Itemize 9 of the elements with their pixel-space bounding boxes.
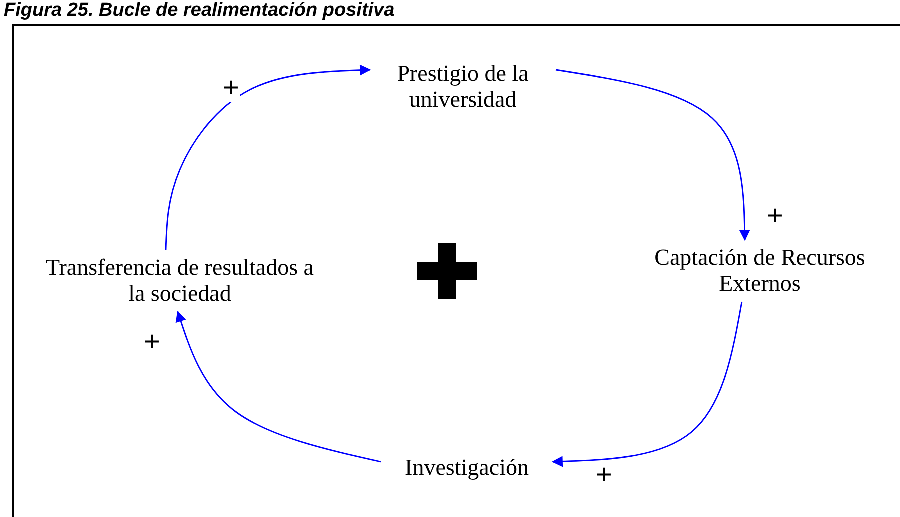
figure-title: Figura 25. Bucle de realimentación positiva bbox=[4, 0, 395, 22]
arrow bbox=[165, 64, 372, 250]
node-label: Captación de Recursos Externos bbox=[654, 244, 866, 298]
node-label: Transferencia de resultados a la sociedad bbox=[44, 254, 316, 308]
arrow bbox=[176, 310, 382, 463]
arrow bbox=[556, 69, 750, 242]
node-label: Prestigio de la universidad bbox=[396, 60, 530, 114]
node-label: Investigación bbox=[405, 454, 529, 482]
arrow bbox=[552, 302, 743, 468]
